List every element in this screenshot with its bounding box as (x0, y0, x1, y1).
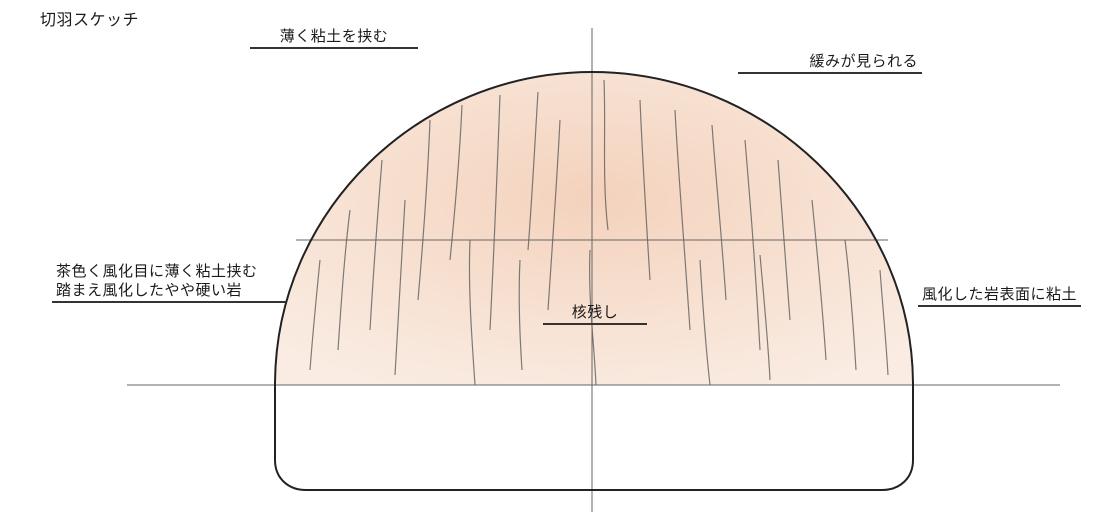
annotation-core: 核残し (543, 303, 647, 325)
annotation-left-line2: 踏まえ風化したやや硬い岩 (56, 281, 243, 299)
guide-lines (127, 28, 1060, 512)
crown-shading (275, 72, 913, 385)
annotation-clay-thin: 薄く粘土を挟む (250, 27, 418, 49)
annotation-left-line1: 茶色く風化目に薄く粘土挟む (56, 262, 258, 280)
sketch-title: 切羽スケッチ (40, 10, 140, 29)
crack-lines (309, 79, 889, 386)
annotation-right: 風化した岩表面に粘土 (918, 285, 1082, 307)
annotation-loosening: 緩みが見られる (738, 52, 922, 74)
tunnel-outline (274, 70, 914, 491)
annotation-left: 茶色く風化目に薄く粘土挟む 踏まえ風化したやや硬い岩 (52, 262, 286, 303)
